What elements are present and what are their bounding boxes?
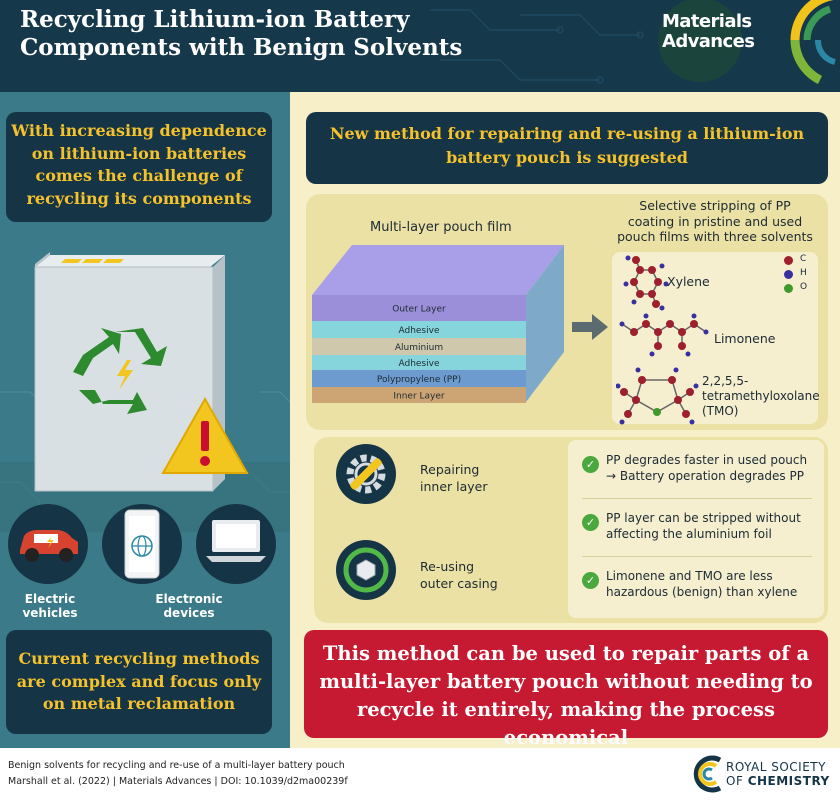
legend-oxygen: O xyxy=(800,282,808,292)
title-line-2: Components with Benign Solvents xyxy=(20,34,463,61)
footer-doi[interactable]: DOI: 10.1039/d2ma00239f xyxy=(220,776,348,787)
electronic-devices-label: Electronic devices xyxy=(155,592,223,620)
finding-2: PP layer can be stripped without affecti… xyxy=(606,511,801,541)
pouch-layer xyxy=(312,321,526,338)
check-icon: ✓ xyxy=(582,514,599,531)
action-reusing: Re-using outer casing xyxy=(420,559,498,591)
pouch-layers-diagram: Outer LayerAdhesiveAluminiumAdhesivePoly… xyxy=(312,245,564,403)
footer-paper-title: Benign solvents for recycling and re-use… xyxy=(8,760,345,771)
journal-logo: Materials Advances xyxy=(662,11,755,52)
solvent-limonene: Limonene xyxy=(714,331,776,346)
journal-line-1: Materials xyxy=(662,11,752,32)
solvent-tmo: 2,2,5,5-tetramethyloxolane (TMO) xyxy=(702,374,820,418)
xylene-molecule xyxy=(623,255,669,311)
page-title: Recycling Lithium-ion Battery Components… xyxy=(20,6,462,62)
footer-sep: | xyxy=(214,776,221,787)
legend-oxygen-icon xyxy=(784,284,793,293)
wrench-gear-icon xyxy=(336,444,396,504)
divider xyxy=(582,556,812,557)
atom-legend: C H O xyxy=(782,254,818,296)
rsc-of: OF xyxy=(726,774,744,788)
check-icon: ✓ xyxy=(582,456,599,473)
legend-hydrogen-icon xyxy=(784,270,793,279)
reuse-cycle-icon xyxy=(336,540,396,600)
pouch-layer xyxy=(312,387,526,403)
electric-vehicles-label: Electric vehicles xyxy=(22,592,78,620)
finding-item: ✓ PP degrades faster in used pouch → Bat… xyxy=(582,450,822,490)
pouch-layer-label: Aluminium xyxy=(395,343,443,353)
left-column: With increasing dependence on lithium-io… xyxy=(0,92,290,748)
legend-carbon: C xyxy=(800,254,807,264)
solvent-card xyxy=(612,252,818,424)
rsc-logo-icon xyxy=(693,755,722,793)
title-line-1: Recycling Lithium-ion Battery xyxy=(20,6,410,33)
current-methods-box: Current recycling methods are complex an… xyxy=(6,630,272,734)
finding-1: PP degrades faster in used pouch → Batte… xyxy=(606,453,808,483)
header-banner: Recycling Lithium-ion Battery Components… xyxy=(0,0,840,92)
arrow-icon xyxy=(572,314,608,340)
pouch-layer-label: Adhesive xyxy=(398,359,439,369)
finding-item: ✓ PP layer can be stripped without affec… xyxy=(582,508,822,548)
warning-icon xyxy=(161,396,249,474)
action-repairing: Repairing inner layer xyxy=(420,462,488,494)
battery-illustration xyxy=(34,252,249,492)
pouch-layer xyxy=(312,370,526,387)
pouch-layer xyxy=(312,295,526,321)
divider xyxy=(582,498,812,499)
rsc-line-1: ROYAL SOCIETY xyxy=(726,760,826,774)
footer-sep: | xyxy=(112,776,119,787)
header-circuit-decoration xyxy=(430,0,836,85)
footer-journal: Materials Advances xyxy=(118,776,212,787)
smartphone-icon xyxy=(102,504,182,584)
rsc-line-2: OF CHEMISTRY xyxy=(726,774,830,788)
right-column: New method for repairing and re-using a … xyxy=(290,92,840,749)
pouch-layer xyxy=(312,338,526,355)
findings-card xyxy=(568,440,824,618)
pouch-layer xyxy=(312,355,526,370)
pouch-layer-label: Outer Layer xyxy=(392,305,446,315)
solvent-xylene: Xylene xyxy=(667,274,710,289)
footer-citation-line: Marshall et al. (2022) | Materials Advan… xyxy=(8,776,348,787)
journal-line-2: Advances xyxy=(662,31,755,52)
rsc-chemistry: CHEMISTRY xyxy=(747,774,830,788)
electric-vehicle-icon xyxy=(8,504,88,584)
legend-hydrogen: H xyxy=(800,268,807,278)
pouch-layer-label: Polypropylene (PP) xyxy=(377,375,461,385)
check-icon: ✓ xyxy=(582,572,599,589)
legend-carbon-icon xyxy=(784,256,793,265)
recycle-icon xyxy=(73,328,167,414)
pouch-layer-label: Inner Layer xyxy=(393,392,445,402)
finding-3: Limonene and TMO are less hazardous (ben… xyxy=(606,569,798,599)
tmo-molecule xyxy=(616,367,699,425)
challenge-box: With increasing dependence on lithium-io… xyxy=(6,112,272,222)
conclusion-box: This method can be used to repair parts … xyxy=(304,630,828,749)
finding-item: ✓ Limonene and TMO are less hazardous (b… xyxy=(582,566,822,606)
footer: Benign solvents for recycling and re-use… xyxy=(0,748,840,802)
pouch-title: Multi-layer pouch film xyxy=(370,220,512,235)
new-method-box: New method for repairing and re-using a … xyxy=(306,112,828,184)
limonene-molecule xyxy=(619,313,709,357)
stripping-title: Selective stripping of PP coating in pri… xyxy=(617,198,813,244)
pouch-layer-label: Adhesive xyxy=(398,326,439,336)
laptop-icon xyxy=(196,504,276,584)
footer-citation: Marshall et al. (2022) xyxy=(8,776,110,787)
